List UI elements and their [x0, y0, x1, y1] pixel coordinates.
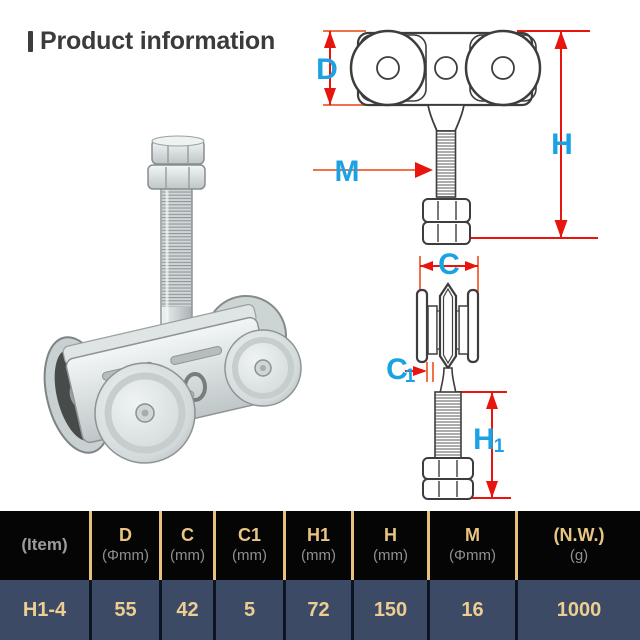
dim-label-h1: H	[473, 423, 495, 456]
cell-item: H1-4	[0, 580, 92, 640]
col-header-c1: C1 (mm)	[216, 511, 286, 580]
dim-label-d: D	[316, 53, 338, 86]
title-accent-bar	[28, 31, 33, 52]
dim-label-c1: C	[386, 353, 408, 386]
spec-table: (Item) D (Φmm) C (mm) C1 (mm) H1 (mm) H …	[0, 511, 640, 640]
cell-h1: 72	[286, 580, 354, 640]
col-header-h: H (mm)	[354, 511, 430, 580]
col-header-c: C (mm)	[162, 511, 216, 580]
col-header-d: D (Φmm)	[92, 511, 162, 580]
cell-nw: 1000	[518, 580, 640, 640]
photo-hex-nuts	[147, 135, 206, 190]
cell-c: 42	[162, 580, 216, 640]
page-title-text: Product information	[40, 27, 276, 55]
col-header-h1: H1 (mm)	[286, 511, 354, 580]
photo-front-right-wheel	[224, 329, 302, 407]
cell-c1: 5	[216, 580, 286, 640]
col-header-m: M (Φmm)	[430, 511, 518, 580]
page-title: Product information	[28, 27, 275, 56]
side-view-drawing	[415, 282, 480, 500]
dim-label-m: M	[335, 155, 360, 188]
front-view-drawing	[349, 29, 542, 245]
dimension-diagrams: D H M C C 1 H 1	[313, 29, 598, 500]
spec-table-header: (Item) D (Φmm) C (mm) C1 (mm) H1 (mm) H …	[0, 511, 640, 580]
dimension-arrowheads	[324, 31, 568, 498]
dim-label-c: C	[438, 248, 460, 281]
cell-h: 150	[354, 580, 430, 640]
product-photo	[43, 135, 302, 464]
col-header-item: (Item)	[0, 511, 92, 580]
dim-label-h1-subscript: 1	[494, 436, 505, 457]
spec-table-row: H1-4 55 42 5 72 150 16 1000	[0, 580, 640, 640]
dim-label-h: H	[551, 128, 573, 161]
col-header-nw: (N.W.) (g)	[518, 511, 640, 580]
cell-d: 55	[92, 580, 162, 640]
cell-m: 16	[430, 580, 518, 640]
photo-front-left-wheel	[94, 362, 196, 464]
dim-label-c1-subscript: 1	[405, 366, 416, 387]
